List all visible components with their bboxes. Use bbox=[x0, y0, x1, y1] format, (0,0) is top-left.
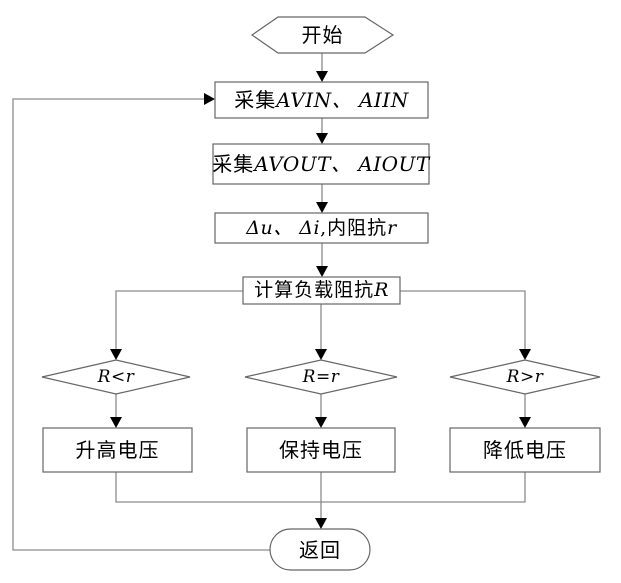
lower-rect-shape bbox=[449, 427, 601, 473]
calc-load-prefix: 计算负载阻抗 bbox=[254, 279, 375, 301]
start-text: 开始 bbox=[301, 23, 344, 47]
arrowhead-into-collectin bbox=[316, 71, 328, 82]
connector-lines bbox=[12, 53, 526, 551]
cond-lt-node-label: R<r bbox=[42, 360, 190, 394]
arrowhead-into-condgt bbox=[519, 349, 531, 360]
arrowhead-into-condeq bbox=[315, 349, 327, 360]
calc-load-rect-shape bbox=[242, 276, 401, 305]
cond-lt-diamond-shape bbox=[41, 359, 191, 395]
cond-gt-node-label: R>r bbox=[450, 360, 600, 394]
return-terminator-shape bbox=[269, 528, 371, 571]
raise-text: 升高电压 bbox=[75, 438, 160, 462]
arrowhead-into-hold bbox=[315, 417, 327, 428]
node-shapes bbox=[41, 16, 601, 571]
return-text: 返回 bbox=[299, 537, 341, 562]
cond-gt-text: R>r bbox=[506, 366, 544, 387]
arrowhead-into-collectout bbox=[316, 133, 328, 144]
collect-in-prefix: 采集 bbox=[234, 88, 277, 112]
raise-rect-shape bbox=[42, 427, 193, 473]
arrowhead-into-calc bbox=[316, 266, 328, 277]
cond-eq-node-label: R=r bbox=[245, 360, 397, 394]
arrowhead-into-return bbox=[315, 518, 327, 529]
lower-node-label: 降低电压 bbox=[450, 428, 600, 472]
return-node-label: 返回 bbox=[270, 529, 370, 570]
calc-load-math: R bbox=[374, 279, 389, 301]
connector-return-feedback bbox=[12, 98, 270, 551]
arrowheads bbox=[110, 71, 531, 529]
delta-rect-shape bbox=[214, 212, 429, 244]
start-node-label: 开始 bbox=[252, 17, 393, 53]
cond-eq-diamond-shape bbox=[244, 359, 398, 395]
connector-calc-condgt bbox=[400, 290, 526, 350]
cond-gt-diamond-shape bbox=[449, 359, 601, 395]
delta-math-2: r bbox=[387, 216, 397, 239]
collect-out-rect-shape bbox=[212, 143, 430, 185]
collect-out-math: AVOUT、 AIOUT bbox=[254, 152, 430, 176]
arrowhead-into-lower bbox=[519, 417, 531, 428]
collect-in-math: AVIN、 AIIN bbox=[276, 88, 409, 112]
arrowhead-feedback-into-collectin bbox=[204, 93, 215, 105]
hold-text: 保持电压 bbox=[279, 438, 363, 462]
arrowhead-into-condlt bbox=[110, 349, 122, 360]
delta-math-1: Δu、 Δi bbox=[246, 216, 321, 239]
hold-rect-shape bbox=[246, 427, 396, 473]
raise-node-label: 升高电压 bbox=[43, 428, 192, 472]
start-hexagon-shape bbox=[250, 16, 395, 54]
cond-lt-text: R<r bbox=[97, 366, 135, 387]
cond-eq-text: R=r bbox=[302, 366, 340, 387]
connector-calc-condlt bbox=[115, 290, 243, 350]
delta-mid-text: ,内阻抗 bbox=[320, 216, 388, 239]
arrowhead-into-delta bbox=[316, 202, 328, 213]
hold-node-label: 保持电压 bbox=[247, 428, 395, 472]
arrowhead-into-raise bbox=[110, 417, 122, 428]
collect-out-prefix: 采集 bbox=[212, 152, 255, 176]
lower-text: 降低电压 bbox=[483, 438, 567, 462]
collect-in-rect-shape bbox=[214, 81, 429, 119]
